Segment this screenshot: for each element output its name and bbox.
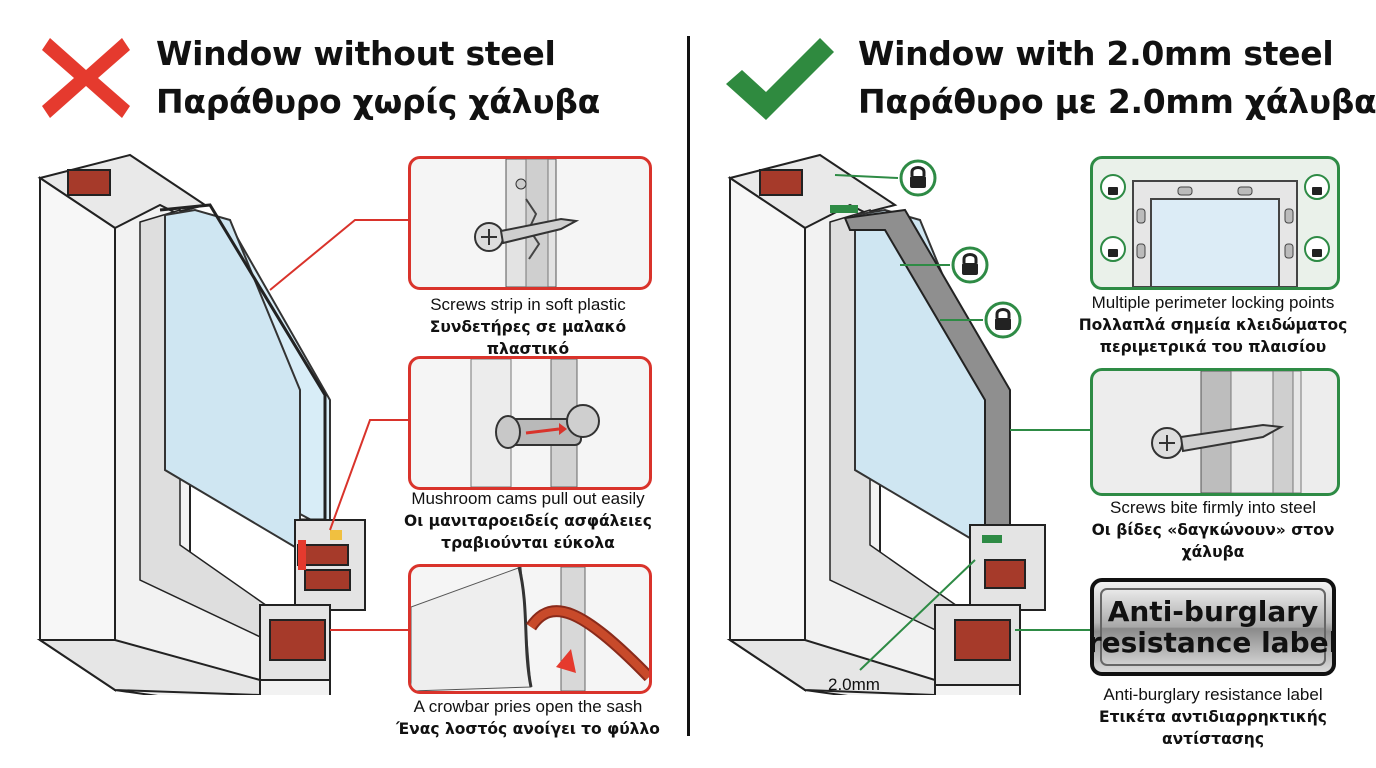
left-detail-panel-crowbar: [408, 564, 652, 694]
right-caption-1: Multiple perimeter locking points Πολλαπ…: [1078, 293, 1348, 356]
right-title-en: Window with 2.0mm steel: [858, 34, 1334, 73]
badge-line-2: resistance label: [1087, 626, 1339, 659]
left-title-en: Window without steel: [156, 34, 556, 73]
right-caption-3: Anti-burglary resistance label Ετικέτα α…: [1099, 685, 1327, 748]
center-divider: [687, 36, 690, 736]
lock-icon: [951, 246, 989, 284]
left-title-gr: Παράθυρο χωρίς χάλυβα: [156, 82, 600, 121]
left-window-illustration: [36, 153, 366, 695]
screw-in-steel-icon: [1151, 371, 1302, 493]
anti-burglary-badge: Anti-burglary resistance label: [1087, 578, 1339, 676]
steel-thickness-label: 2.0mm: [828, 675, 880, 694]
right-detail-panel-locking: [1090, 156, 1340, 290]
lock-icon: [899, 159, 937, 197]
left-caption-3: A crowbar pries open the sash Ένας λοστό…: [396, 697, 660, 738]
crowbar-icon: [411, 567, 649, 691]
mushroom-cam-icon: [470, 359, 600, 487]
right-title-gr: Παράθυρο με 2.0mm χάλυβα: [858, 82, 1376, 121]
badge-line-1: Anti-burglary: [1107, 595, 1319, 628]
right-caption-2: Screws bite firmly into steel Οι βίδες «…: [1091, 498, 1335, 561]
perimeter-lock-icon: [1100, 174, 1330, 287]
red-x-icon: [42, 38, 130, 118]
right-window-illustration: [726, 153, 1046, 695]
stripped-screw-icon: [474, 159, 580, 287]
left-caption-2: Mushroom cams pull out easily Οι μανιταρ…: [404, 489, 652, 552]
left-detail-panel-screws: [408, 156, 652, 290]
left-caption-1: Screws strip in soft plastic Συνδετήρες …: [429, 295, 627, 358]
left-detail-panel-mushroom: [408, 356, 652, 490]
green-check-icon: [726, 38, 834, 120]
lock-icon: [984, 301, 1022, 339]
right-detail-panel-screw-steel: [1090, 368, 1340, 496]
